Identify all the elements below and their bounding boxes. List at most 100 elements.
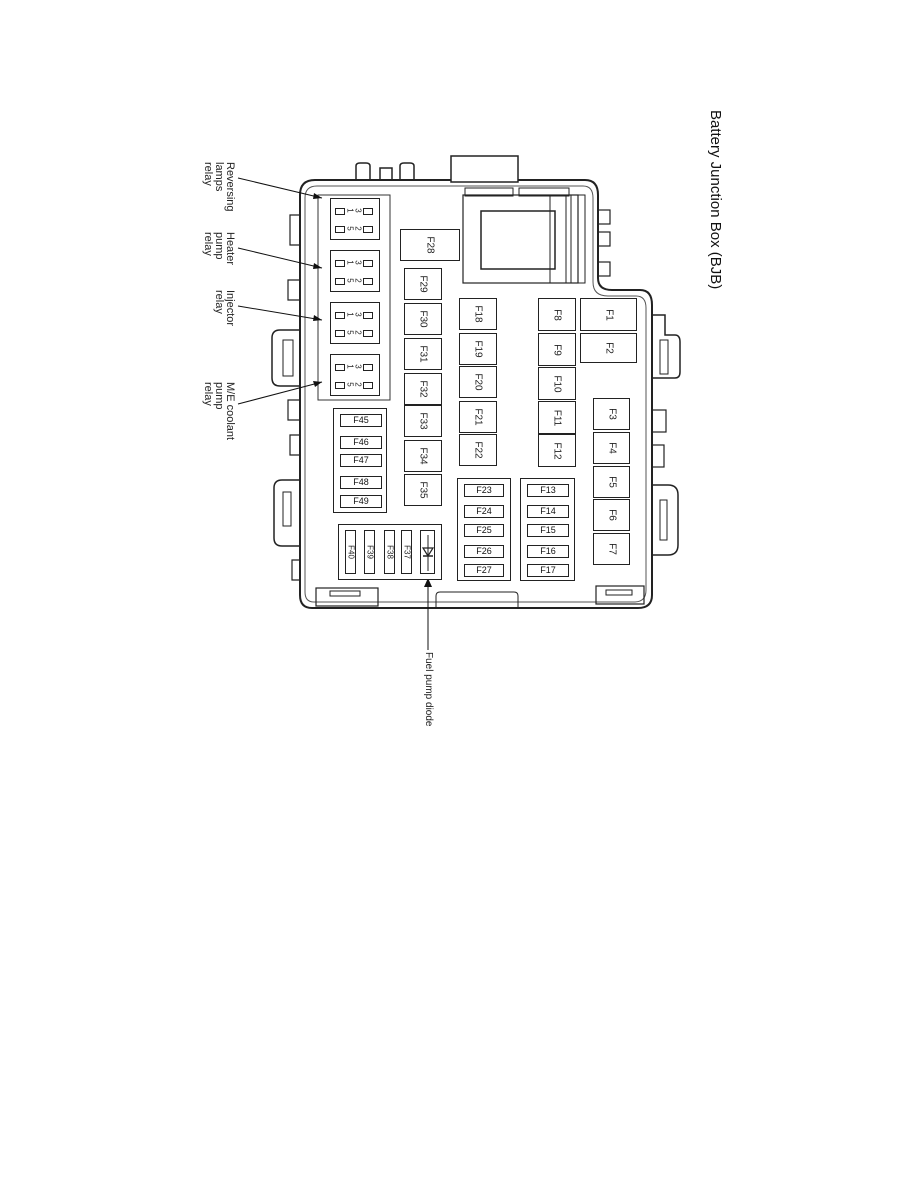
relay-label-me-coolant-pump: M/E coolant pump relay xyxy=(202,382,236,441)
relay-pin xyxy=(335,208,345,215)
fuse-label: F19 xyxy=(472,340,484,358)
fuse-f1[interactable]: F1 xyxy=(580,298,637,331)
fuse-f38[interactable]: F38 xyxy=(384,530,395,574)
relay-pin xyxy=(335,278,345,285)
fuse-f8[interactable]: F8 xyxy=(538,298,576,331)
relay-injector[interactable]: 1 3 5 2 xyxy=(330,302,380,344)
fuse-f17[interactable]: F17 xyxy=(527,564,569,577)
pin-number: 2 xyxy=(353,226,363,231)
diode-icon xyxy=(421,535,435,571)
fuse-f37[interactable]: F37 xyxy=(401,530,412,574)
fuse-f49[interactable]: F49 xyxy=(340,495,382,508)
fuse-f28[interactable]: F28 xyxy=(400,229,460,261)
fuse-f12[interactable]: F12 xyxy=(538,434,576,467)
relay-label-heater-pump: Heater pump relay xyxy=(202,232,236,266)
relay-pin xyxy=(363,208,373,215)
fuse-f46[interactable]: F46 xyxy=(340,436,382,449)
relay-heater-pump[interactable]: 1 3 5 2 xyxy=(330,250,380,292)
fuse-f25[interactable]: F25 xyxy=(464,524,504,537)
fuse-f45[interactable]: F45 xyxy=(340,414,382,427)
fuse-f10[interactable]: F10 xyxy=(538,367,576,400)
fuse-label: F11 xyxy=(551,409,563,426)
fuse-label: F32 xyxy=(417,380,429,398)
fuse-f2[interactable]: F2 xyxy=(580,333,637,363)
diode-callout-label: Fuel pump diode xyxy=(423,652,434,727)
fuse-label: F1 xyxy=(603,308,614,321)
relay-label-injector: Injector relay xyxy=(213,290,236,327)
fuse-label: F4 xyxy=(606,442,617,454)
fuse-f14[interactable]: F14 xyxy=(527,505,569,518)
fuse-f31[interactable]: F31 xyxy=(404,338,442,370)
fuse-label: F18 xyxy=(472,305,484,323)
fuse-label: F2 xyxy=(603,342,614,354)
relay-me-coolant-pump[interactable]: 1 3 5 2 xyxy=(330,354,380,396)
fuse-f4[interactable]: F4 xyxy=(593,432,630,464)
fuse-f29[interactable]: F29 xyxy=(404,268,442,300)
relay-pin xyxy=(363,364,373,371)
fuse-block-f13-f17: F13 F14 F15 F16 F17 xyxy=(520,478,575,581)
fuse-f7[interactable]: F7 xyxy=(593,533,630,565)
relay-pin xyxy=(363,312,373,319)
fuel-pump-diode[interactable] xyxy=(420,530,435,574)
fuse-label: F21 xyxy=(472,408,484,426)
fuse-f33[interactable]: F33 xyxy=(404,405,442,437)
fuse-label: F30 xyxy=(417,310,429,328)
fuse-f32[interactable]: F32 xyxy=(404,373,442,405)
relay-pin xyxy=(335,330,345,337)
fuse-block-f37-f40: F40 F39 F38 F37 xyxy=(338,524,442,580)
relay-pin xyxy=(363,330,373,337)
fuse-f34[interactable]: F34 xyxy=(404,440,442,472)
fuse-f48[interactable]: F48 xyxy=(340,476,382,489)
pin-number: 2 xyxy=(353,278,363,283)
fuse-f19[interactable]: F19 xyxy=(459,333,497,365)
fuse-f9[interactable]: F9 xyxy=(538,333,576,366)
fuse-f11[interactable]: F11 xyxy=(538,401,576,434)
fuse-label: F3 xyxy=(606,408,617,420)
fuse-f24[interactable]: F24 xyxy=(464,505,504,518)
fuse-label: F35 xyxy=(417,481,429,499)
fuse-label: F31 xyxy=(417,345,429,363)
relay-pin xyxy=(363,226,373,233)
fuse-f21[interactable]: F21 xyxy=(459,401,497,433)
fuse-f18[interactable]: F18 xyxy=(459,298,497,330)
fuse-label: F34 xyxy=(417,447,429,465)
pin-number: 2 xyxy=(353,382,363,387)
relay-pin xyxy=(335,226,345,233)
fuse-f35[interactable]: F35 xyxy=(404,474,442,506)
pin-number: 3 xyxy=(353,260,363,265)
fuse-label: F5 xyxy=(606,476,617,488)
fuse-f39[interactable]: F39 xyxy=(364,530,375,574)
fuse-label: F33 xyxy=(417,412,429,430)
fuse-f15[interactable]: F15 xyxy=(527,524,569,537)
fuse-f20[interactable]: F20 xyxy=(459,366,497,398)
pin-number: 3 xyxy=(353,364,363,369)
relay-pin xyxy=(335,312,345,319)
relay-label-reversing-lamps: Reversing lamps relay xyxy=(202,162,236,212)
fuse-f16[interactable]: F16 xyxy=(527,545,569,558)
fuse-f13[interactable]: F13 xyxy=(527,484,569,497)
relay-pin xyxy=(335,260,345,267)
relay-reversing-lamps[interactable]: 1 3 5 2 xyxy=(330,198,380,240)
fuse-label: F28 xyxy=(424,236,436,254)
fuse-f47[interactable]: F47 xyxy=(340,454,382,467)
relay-pin xyxy=(335,382,345,389)
fuse-label: F8 xyxy=(551,308,563,321)
fuse-label: F7 xyxy=(606,543,617,555)
fuse-f23[interactable]: F23 xyxy=(464,484,504,497)
fuse-label: F38 xyxy=(385,545,394,559)
fuse-label: F40 xyxy=(346,545,355,559)
fuse-f22[interactable]: F22 xyxy=(459,434,497,466)
fuse-label: F9 xyxy=(551,343,563,356)
fuse-f30[interactable]: F30 xyxy=(404,303,442,335)
pin-number: 3 xyxy=(353,208,363,213)
fuse-f6[interactable]: F6 xyxy=(593,499,630,531)
pin-number: 3 xyxy=(353,312,363,317)
fuse-f26[interactable]: F26 xyxy=(464,545,504,558)
fuse-label: F22 xyxy=(472,441,484,459)
fuse-f5[interactable]: F5 xyxy=(593,466,630,498)
fuse-f3[interactable]: F3 xyxy=(593,398,630,430)
fuse-f27[interactable]: F27 xyxy=(464,564,504,577)
fuse-label: F6 xyxy=(606,509,617,521)
fuse-f40[interactable]: F40 xyxy=(345,530,356,574)
